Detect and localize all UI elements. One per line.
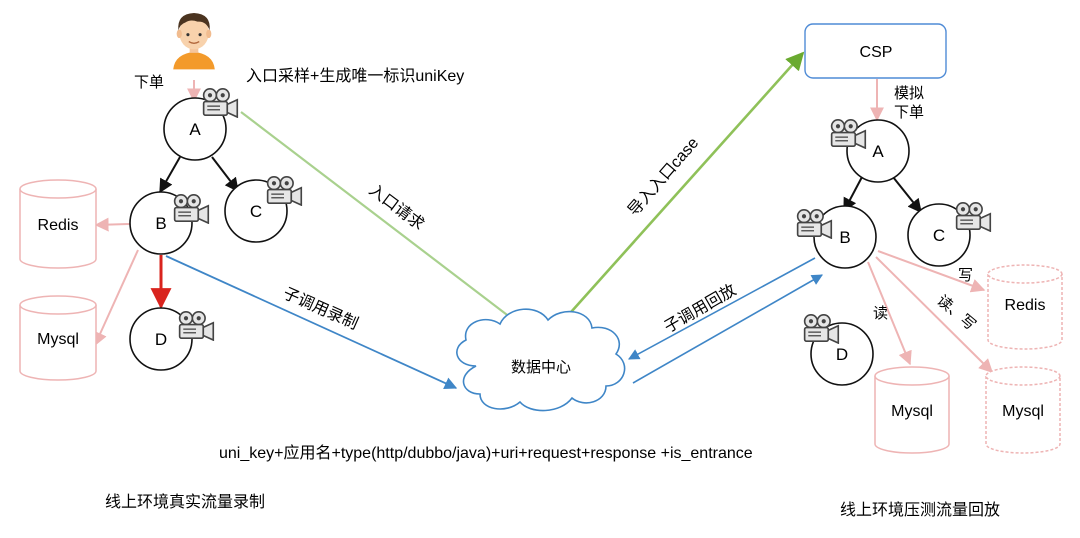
edge-left-b-mysql — [93, 249, 139, 347]
edge-right-b-mysql-2 — [875, 256, 993, 373]
user-avatar-icon — [172, 12, 216, 71]
right-caption: 线上环境压测流量回放 — [840, 500, 1000, 519]
svg-text:A: A — [189, 120, 201, 139]
svg-text:D: D — [155, 330, 167, 349]
edge-right-b-mysql — [867, 261, 912, 366]
svg-text:Redis: Redis — [1005, 297, 1046, 314]
read-write-label: 读、写 — [933, 292, 978, 334]
right-redis-store: Redis — [987, 264, 1063, 350]
svg-text:Mysql: Mysql — [37, 331, 79, 348]
left-mysql-store: Mysql — [19, 295, 97, 381]
entry-request-arrow — [240, 111, 542, 341]
left-redis-store: Redis — [19, 179, 97, 269]
camera-recorder-icon — [803, 314, 840, 344]
left-node-d: D — [129, 307, 193, 371]
camera-recorder-icon — [830, 119, 867, 149]
svg-text:Mysql: Mysql — [891, 403, 933, 420]
svg-text:数据中心: 数据中心 — [511, 359, 571, 376]
record-fields-label: uni_key+应用名+type(http/dubbo/java)+uri+re… — [219, 443, 753, 462]
edge-right-b-redis — [877, 250, 986, 293]
svg-text:C: C — [250, 202, 262, 221]
edge-right-a-c — [892, 176, 922, 214]
left-caption: 线上环境真实流量录制 — [105, 492, 265, 511]
camera-recorder-icon — [173, 194, 210, 224]
svg-text:Mysql: Mysql — [1002, 403, 1044, 420]
right-node-c: C — [907, 203, 971, 267]
svg-text:CSP: CSP — [860, 44, 893, 61]
read-label: 读 — [873, 305, 888, 322]
entry-sampling-label: 入口采样+生成唯一标识uniKey — [246, 67, 464, 85]
write-label: 写 — [958, 267, 973, 284]
svg-text:Redis: Redis — [38, 217, 79, 234]
data-center-cloud: 数据中心 — [456, 308, 626, 412]
svg-text:D: D — [836, 345, 848, 364]
camera-recorder-icon — [955, 202, 992, 232]
camera-recorder-icon — [178, 311, 215, 341]
csp-box: CSP — [804, 23, 947, 79]
entry-request-label: 入口请求 — [366, 181, 428, 234]
svg-text:B: B — [839, 228, 850, 247]
right-mysql-store-1: Mysql — [874, 366, 950, 454]
camera-recorder-icon — [202, 88, 239, 118]
right-mysql-store-2: Mysql — [985, 366, 1061, 454]
sim-order-label-1: 模拟 — [894, 85, 924, 102]
order-label: 下单 — [134, 74, 164, 91]
sub-call-record-arrow — [165, 255, 458, 390]
svg-text:C: C — [933, 226, 945, 245]
svg-text:B: B — [155, 214, 166, 233]
edge-left-a-b — [159, 156, 181, 194]
camera-recorder-icon — [266, 176, 303, 206]
edge-left-a-c — [211, 156, 239, 193]
svg-text:A: A — [872, 142, 884, 161]
sub-call-replay-arrow — [628, 257, 816, 360]
sub-call-replay-return-arrow — [632, 274, 823, 384]
sim-order-label-2: 下单 — [894, 104, 924, 121]
edge-left-b-redis — [94, 217, 131, 232]
import-case-arrow — [545, 51, 805, 341]
